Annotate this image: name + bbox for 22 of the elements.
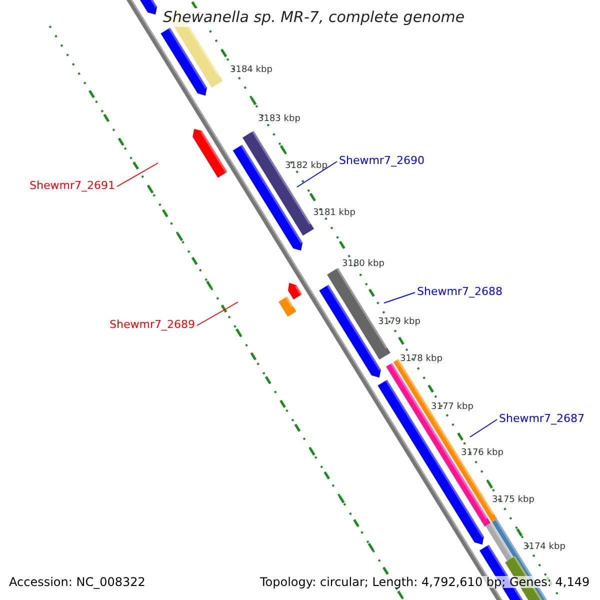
tick-label: 3181 kbp: [313, 209, 356, 218]
leader-line: [196, 302, 238, 326]
leader-line: [470, 419, 498, 438]
tick-label: 3182 kbp: [285, 162, 328, 171]
leader-line: [296, 161, 338, 188]
gene-label: Shewmr7_2687: [499, 413, 584, 424]
gene-label: Shewmr7_2691: [30, 180, 115, 191]
tick-label: 3184 kbp: [230, 66, 272, 75]
tick-label: 3176 kbp: [461, 449, 504, 458]
tick-label: 3179 kbp: [378, 318, 420, 327]
leader-line: [384, 292, 416, 304]
tick-label: 3177 kbp: [431, 403, 474, 412]
tick-label: 3175 kbp: [492, 496, 534, 505]
gene-label: Shewmr7_2689: [110, 319, 195, 330]
accession-text: Accession: NC_008322: [9, 576, 146, 588]
leader-line: [116, 162, 158, 187]
gene-label: Shewmr7_2690: [339, 155, 424, 166]
gene-label: Shewmr7_2688: [417, 286, 502, 297]
tick-label: 3183 kbp: [258, 115, 300, 124]
tick-label: 3178 kbp: [400, 355, 442, 364]
tick-label: 3180 kbp: [342, 260, 384, 269]
tick-label: 3174 kbp: [523, 543, 566, 552]
